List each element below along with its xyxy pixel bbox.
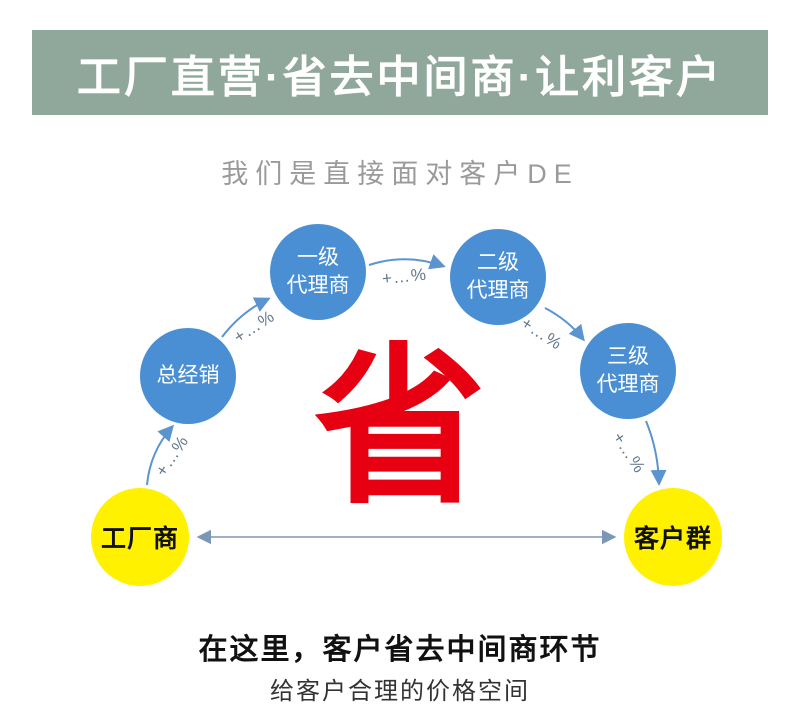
save-character: 省 [314, 325, 486, 528]
node-level2-line1: 二级 [477, 250, 519, 274]
subtitle-text: 我们是直接面对客户DE [221, 159, 579, 189]
header-banner: 工厂直营·省去中间商·让利客户 [32, 30, 768, 115]
arrow-level1-to-level2 [368, 254, 446, 270]
node-customer-group: 客户群 [624, 488, 722, 586]
banner-title: 工厂直营·省去中间商·让利客户 [76, 52, 724, 102]
node-general-distributor: 总经销 [140, 328, 236, 424]
node-level1-line1: 一级 [297, 245, 339, 269]
node-level3-agent: 三级 代理商 [580, 323, 676, 419]
node-level3-line2: 代理商 [596, 373, 660, 396]
node-level1-agent: 一级 代理商 [270, 224, 366, 320]
node-level2-agent: 二级 代理商 [450, 229, 546, 325]
node-factory-label: 工厂商 [100, 525, 179, 553]
markup-label-level2-level3: +…% [517, 313, 566, 354]
markup-label-factory-general: +…% [151, 431, 193, 480]
footer-headline: 在这里，客户省去中间商环节 [198, 634, 602, 666]
node-customers-label: 客户群 [633, 525, 712, 553]
markup-label-level3-customers: +…% [608, 428, 650, 477]
markup-label-level1-level2: +…% [381, 264, 428, 289]
node-general-label: 总经销 [156, 363, 220, 387]
node-level2-line2: 代理商 [466, 279, 530, 302]
footer-subline: 给客户合理的价格空间 [270, 678, 530, 705]
node-factory: 工厂商 [91, 488, 189, 586]
markup-label-general-level1: +…% [230, 306, 279, 347]
node-level3-line1: 三级 [607, 344, 649, 368]
node-level1-line2: 代理商 [286, 274, 350, 297]
arrow-level3-to-customers [645, 420, 667, 486]
